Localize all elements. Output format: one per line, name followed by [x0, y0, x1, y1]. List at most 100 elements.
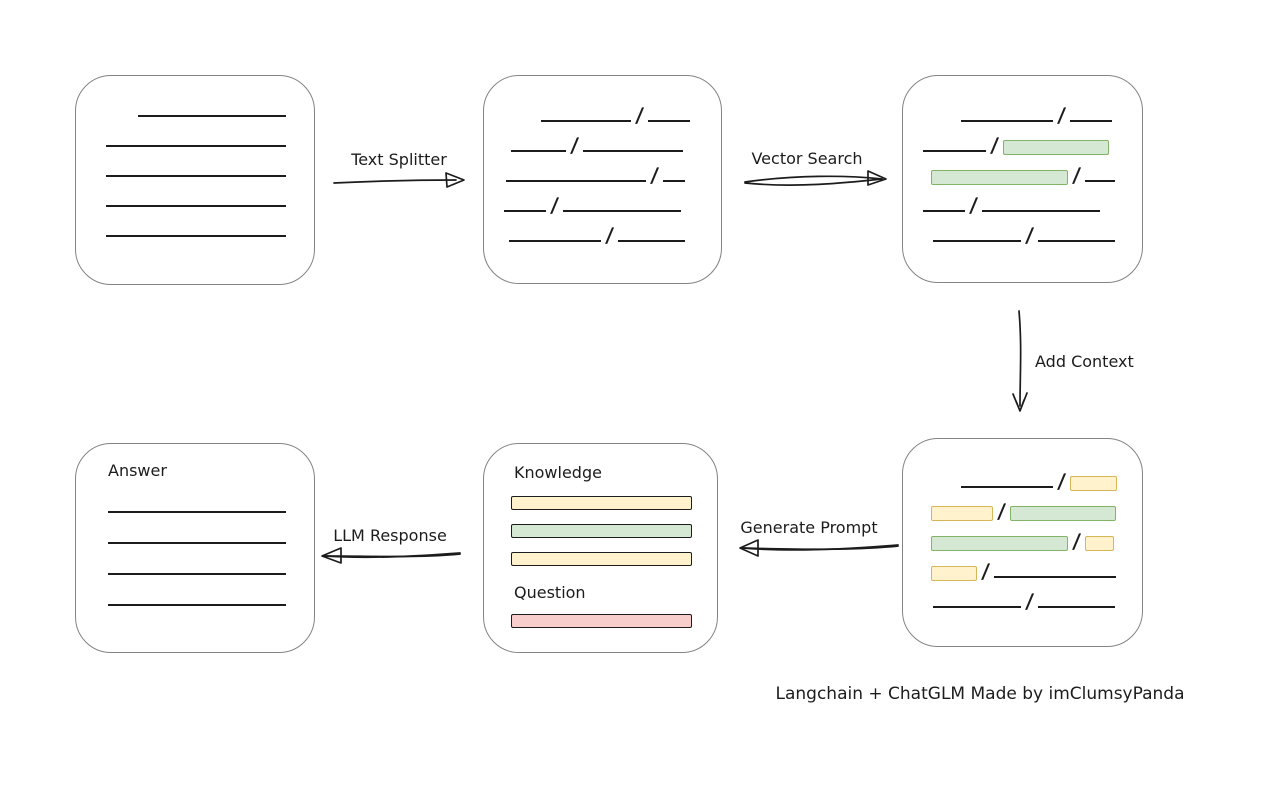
- slash-separator: /: [1024, 223, 1035, 247]
- text-line: [108, 542, 286, 544]
- text-line: [923, 210, 965, 212]
- text-line: [509, 240, 601, 242]
- answer-text-lines: [76, 487, 314, 611]
- text-line: [511, 150, 566, 152]
- slash-separator: /: [1024, 589, 1035, 613]
- text-line: [106, 205, 286, 207]
- chunk-row: /: [903, 127, 1142, 157]
- green-bar: [511, 524, 692, 538]
- text-line: [663, 180, 686, 182]
- green-chunk-chip: [1003, 140, 1110, 155]
- yellow-chunk-chip: [931, 566, 977, 581]
- text-line: [1070, 120, 1113, 122]
- generate-prompt-arrow: [739, 539, 899, 557]
- text-line: [563, 210, 682, 212]
- text-splitter-label: Text Splitter: [351, 150, 447, 169]
- split-chunk-lines: / / / / /: [484, 76, 721, 247]
- chunk-row: [76, 182, 314, 212]
- slash-separator: /: [1056, 103, 1067, 127]
- slash-separator: /: [980, 559, 991, 583]
- green-chunk-chip: [931, 536, 1068, 551]
- text-line: [108, 604, 286, 606]
- text-line: [138, 115, 286, 117]
- split-chunks-node: / / / / /: [483, 75, 722, 284]
- question-bars: [484, 614, 717, 628]
- text-line: [1038, 240, 1116, 242]
- yellow-chunk-chip: [1085, 536, 1115, 551]
- slash-separator: /: [1071, 163, 1082, 187]
- slash-separator: /: [1071, 529, 1082, 553]
- context-chunks-node: / / / / /: [902, 438, 1143, 647]
- question-label: Question: [514, 583, 586, 602]
- text-line: [923, 150, 986, 152]
- yellow-bar: [511, 552, 692, 566]
- yellow-chunk-chip: [1070, 476, 1118, 491]
- chunk-row: /: [903, 553, 1142, 583]
- chunk-row: /: [903, 463, 1142, 493]
- chunk-row: [76, 518, 314, 549]
- generate-prompt-label: Generate Prompt: [740, 518, 878, 537]
- add-context-label: Add Context: [1035, 352, 1134, 371]
- chunk-row: /: [484, 217, 721, 247]
- chunk-row: /: [903, 217, 1142, 247]
- source-document-node: [75, 75, 315, 285]
- yellow-bar: [511, 496, 692, 510]
- text-line: [108, 511, 286, 513]
- matched-chunk-lines: / / / / /: [903, 76, 1142, 247]
- yellow-chunk-chip: [931, 506, 993, 521]
- vector-matched-chunks-node: / / / / /: [902, 75, 1143, 283]
- slash-separator: /: [1056, 469, 1067, 493]
- slash-separator: /: [649, 163, 660, 187]
- slash-separator: /: [569, 133, 580, 157]
- chunk-row: [76, 212, 314, 242]
- document-text-lines: [76, 76, 314, 242]
- red-bar: [511, 614, 692, 628]
- answer-node: Answer: [75, 443, 315, 653]
- knowledge-label: Knowledge: [514, 463, 602, 482]
- chunk-row: /: [484, 97, 721, 127]
- text-splitter-arrow: [333, 172, 465, 188]
- slash-separator: /: [604, 223, 615, 247]
- text-line: [618, 240, 686, 242]
- text-line: [106, 235, 286, 237]
- context-chunk-lines: / / / / /: [903, 439, 1142, 613]
- chunk-row: [76, 152, 314, 182]
- answer-label: Answer: [108, 461, 167, 480]
- chunk-row: [76, 580, 314, 611]
- text-line: [583, 150, 684, 152]
- text-line: [504, 210, 546, 212]
- slash-separator: /: [634, 103, 645, 127]
- chunk-row: /: [903, 493, 1142, 523]
- text-line: [933, 606, 1021, 608]
- text-line: [982, 210, 1101, 212]
- chunk-row: [76, 549, 314, 580]
- text-line: [541, 120, 631, 122]
- chunk-row: /: [903, 523, 1142, 553]
- chunk-row: /: [484, 157, 721, 187]
- chunk-row: [76, 487, 314, 518]
- add-context-arrow: [1012, 310, 1028, 412]
- knowledge-bars: [484, 496, 717, 566]
- chunk-row: /: [903, 157, 1142, 187]
- credit-text: Langchain + ChatGLM Made by imClumsyPand…: [775, 684, 1185, 704]
- text-line: [933, 240, 1021, 242]
- slash-separator: /: [968, 193, 979, 217]
- chunk-row: [76, 92, 314, 122]
- text-line: [961, 486, 1053, 488]
- slash-separator: /: [989, 133, 1000, 157]
- llm-response-arrow: [321, 547, 461, 564]
- vector-search-arrow: [744, 170, 887, 186]
- slash-separator: /: [996, 499, 1007, 523]
- text-line: [961, 120, 1053, 122]
- chunk-row: /: [903, 583, 1142, 613]
- llm-response-label: LLM Response: [333, 526, 447, 545]
- green-chunk-chip: [1010, 506, 1117, 521]
- text-line: [106, 145, 286, 147]
- chunk-row: /: [484, 187, 721, 217]
- text-line: [648, 120, 691, 122]
- text-line: [106, 175, 286, 177]
- text-line: [1085, 180, 1116, 182]
- slash-separator: /: [549, 193, 560, 217]
- text-line: [994, 576, 1117, 578]
